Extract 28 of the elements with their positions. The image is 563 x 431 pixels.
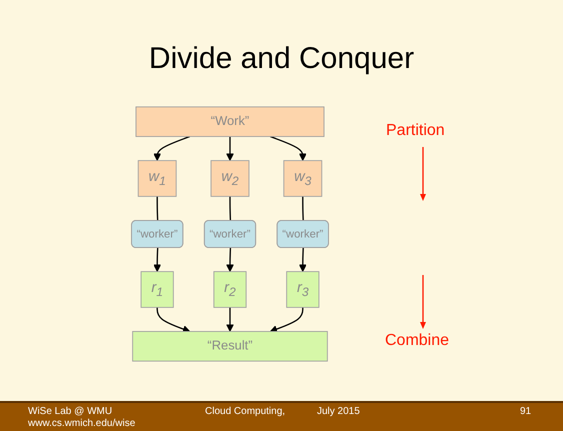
arrow [226, 136, 234, 161]
connector [229, 196, 232, 221]
connector [156, 196, 158, 221]
page-number: 91 [520, 406, 532, 417]
connector [302, 196, 304, 221]
node-box: “Work” [136, 106, 324, 137]
footer-link: www.cs.wmich.edu/wise [28, 418, 136, 429]
arrow [153, 248, 161, 272]
node-box: w$_{2}$ [210, 160, 250, 197]
footer-text: Cloud Computing, [205, 406, 286, 417]
step-label: Partition [386, 122, 445, 140]
slide-title: Divide and Conquer [148, 42, 416, 76]
arrow [270, 136, 307, 161]
arrow [156, 307, 190, 333]
footer-text: July 2015 [317, 406, 360, 417]
node-box: “Result” [132, 331, 328, 362]
arrow [226, 248, 234, 272]
arrow [226, 307, 234, 332]
node-box: r$_{2}$ [213, 271, 247, 308]
footer-text: WiSe Lab @ WMU [28, 406, 112, 417]
node-box: w$_{3}$ [283, 160, 322, 197]
arrow [153, 136, 190, 161]
step-label: Combine [385, 332, 450, 350]
node-box: r$_{1}$ [140, 271, 174, 308]
arrow [270, 307, 304, 333]
node-box: w$_{1}$ [138, 160, 177, 197]
arrow [299, 248, 307, 272]
node-box: r$_{3}$ [286, 271, 320, 308]
